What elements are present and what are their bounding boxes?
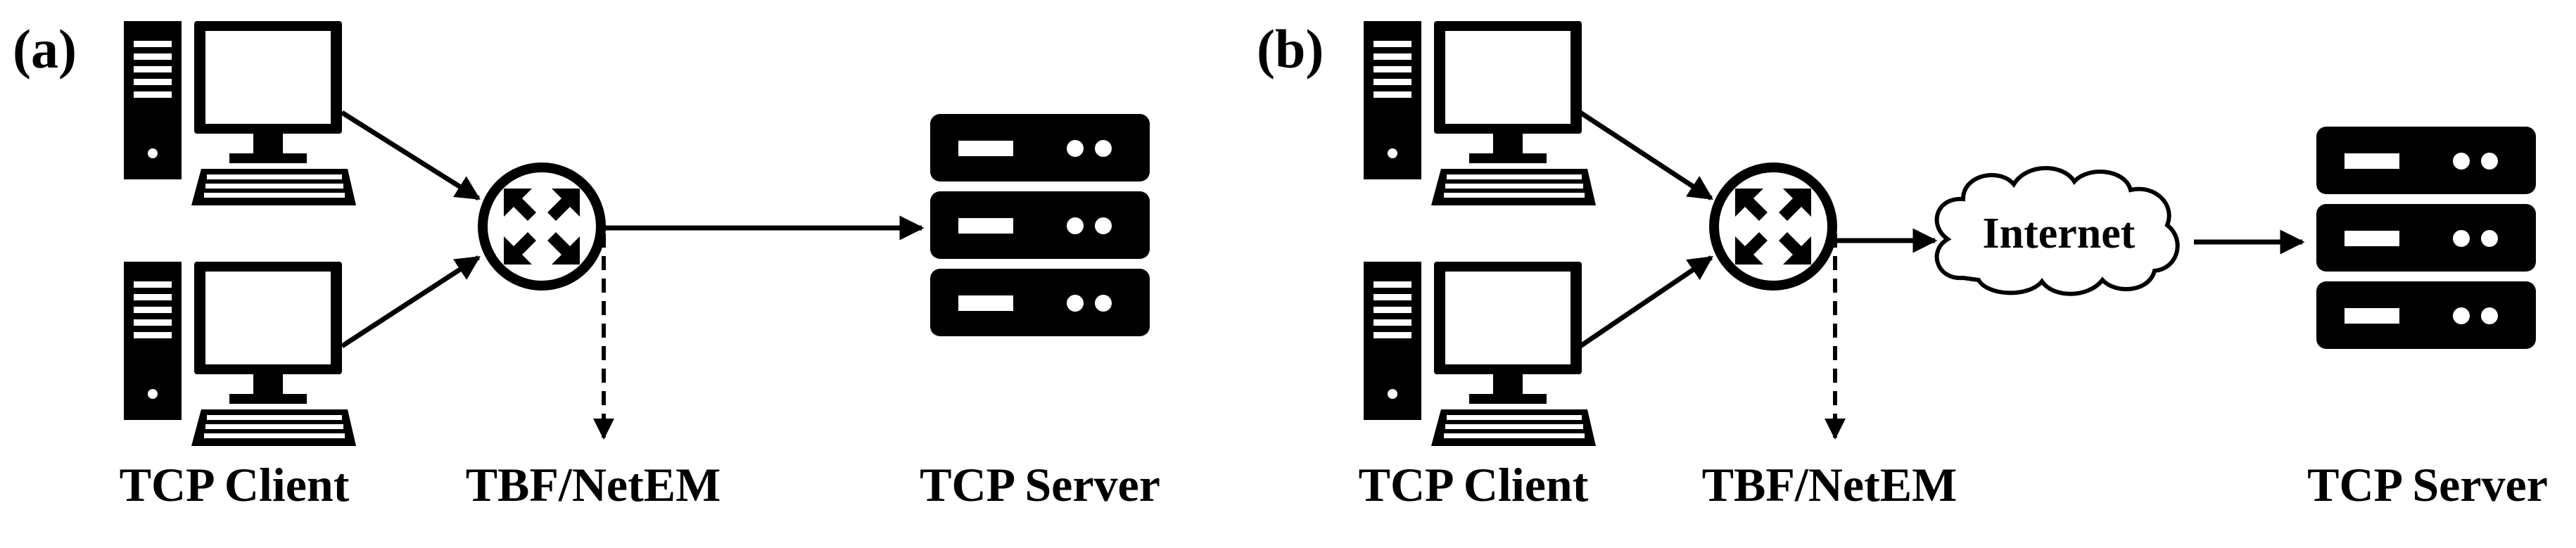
client-label: TCP Client bbox=[1359, 458, 1589, 511]
client-label: TCP Client bbox=[120, 458, 350, 511]
router-label: TBF/NetEM bbox=[466, 458, 721, 511]
server-rack-icon bbox=[930, 114, 1150, 336]
router-icon bbox=[1714, 167, 1832, 286]
client1-to-router-arrow bbox=[1579, 110, 1713, 200]
server-label: TCP Server bbox=[2307, 458, 2548, 511]
server-rack-icon bbox=[2316, 127, 2536, 349]
desktop-computer-icon bbox=[1364, 262, 1596, 446]
desktop-computer-icon bbox=[124, 21, 356, 205]
panel-b: (b) Internet TCP Client TBF/NetEM TCP Se… bbox=[1257, 18, 2548, 511]
desktop-computer-icon bbox=[1364, 21, 1596, 205]
server-label: TCP Server bbox=[920, 458, 1160, 511]
client1-to-router-arrow bbox=[341, 110, 481, 200]
router-icon bbox=[483, 167, 601, 286]
panel-label-a: (a) bbox=[13, 18, 77, 79]
client2-to-router-arrow bbox=[341, 255, 481, 348]
client2-to-router-arrow bbox=[1579, 255, 1713, 348]
cloud-icon bbox=[1934, 166, 2180, 296]
internet-label: Internet bbox=[1983, 210, 2136, 257]
panel-a: (a) TCP Client TBF/NetEM TCP Server bbox=[13, 18, 1160, 511]
router-label: TBF/NetEM bbox=[1702, 458, 1958, 511]
panel-label-b: (b) bbox=[1257, 18, 1324, 79]
desktop-computer-icon bbox=[124, 262, 356, 446]
